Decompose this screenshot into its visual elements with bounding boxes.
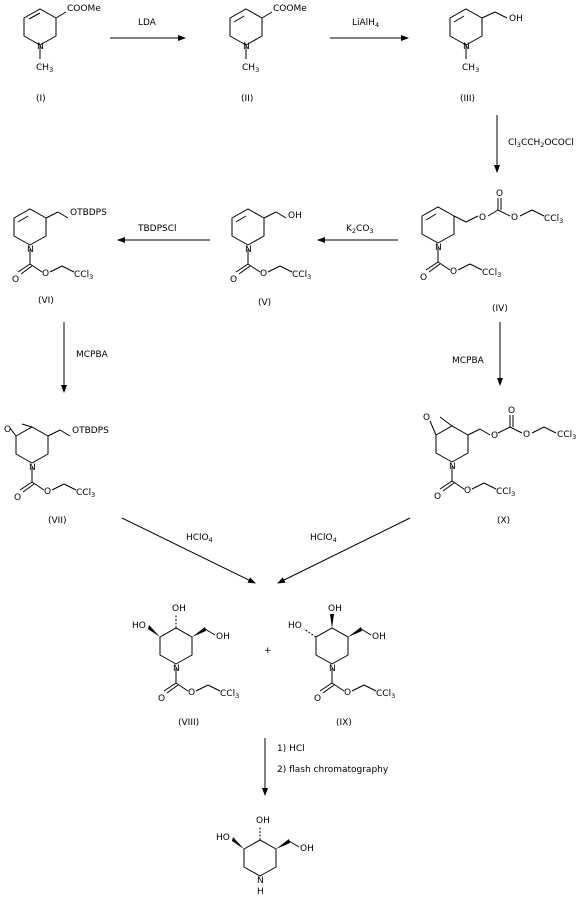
oxygen-label: O — [42, 269, 49, 279]
nitrogen-label: N — [29, 463, 36, 473]
oxygen-label: O — [260, 269, 267, 279]
group-label: OH — [509, 14, 523, 24]
reagent-lialh4: LiAlH4 — [352, 18, 379, 29]
oxygen-label: O — [479, 213, 486, 223]
compound-VIII: OH HO OH N O O CCl3 (VIII) — [132, 604, 239, 728]
compound-VI: OTBDPS N O O CCl3 (VI) — [12, 208, 107, 306]
oxygen-label: O — [491, 431, 498, 441]
oxygen-label: O — [511, 213, 518, 223]
compound-X: O O O O CCl3 N O O CCl3 (X) — [423, 406, 576, 526]
oxygen-label: O — [450, 267, 457, 277]
nitrogen-label: N — [243, 42, 250, 52]
compound-label: (VII) — [48, 516, 67, 526]
oxygen-label: O — [314, 694, 321, 704]
compound-label: (III) — [460, 94, 475, 104]
group-label: OTBDPS — [70, 208, 107, 218]
hydrogen-label: H — [257, 887, 264, 897]
hydroxyl-label: OH — [172, 604, 186, 614]
ccl3-label: CCl3 — [482, 268, 501, 279]
oxygen-label: O — [188, 688, 195, 698]
group-label: OTBDPS — [72, 426, 109, 436]
compound-I: COOMe N CH3 (I) — [23, 4, 101, 104]
compound-label: (X) — [497, 516, 510, 526]
reagent-lda: LDA — [138, 18, 157, 28]
oxygen-label: O — [230, 275, 237, 285]
ccl3-label: CCl3 — [544, 214, 563, 225]
reagent-tbdpscl: TBDPSCl — [137, 224, 177, 234]
oxygen-label: O — [344, 688, 351, 698]
compound-II: COOMe N CH3 (II) — [229, 4, 307, 104]
reagent-mcpba: MCPBA — [452, 356, 485, 366]
compound-III: OH N CH3 (III) — [449, 8, 523, 104]
oxygen-label: O — [464, 486, 471, 496]
compound-IX: OH HO OH N O O CCl3 (IX) — [288, 604, 395, 728]
oxygen-label: O — [420, 273, 427, 283]
oxygen-label: O — [12, 275, 19, 285]
nitrogen-label: N — [435, 243, 442, 253]
oxygen-label: O — [523, 430, 530, 440]
ccl3-label: CCl3 — [76, 488, 95, 499]
oxygen-label: O — [158, 694, 165, 704]
compound-final: OH HO OH N H — [216, 816, 314, 897]
hydroxyl-label: OH — [328, 604, 342, 614]
hydroxyl-label: HO — [288, 621, 302, 631]
group-label: COOMe — [273, 4, 307, 14]
compound-label: (VI) — [38, 296, 54, 306]
ccl3-label: CCl3 — [496, 487, 515, 498]
oxygen-label: O — [434, 492, 441, 502]
compound-label: (IX) — [336, 718, 352, 728]
reagent-hclo4: HClO4 — [186, 533, 213, 544]
oxygen-label: O — [496, 189, 503, 199]
nitrogen-label: N — [27, 245, 34, 255]
hydroxyl-label: HO — [132, 621, 146, 631]
hydroxyl-label: HO — [216, 833, 230, 843]
reagent-hcl: 1) HCl — [277, 744, 305, 754]
nitrogen-label: N — [173, 664, 180, 674]
reagent-mcpba: MCPBA — [76, 350, 109, 360]
hydroxyl-label: OH — [300, 844, 314, 854]
plus-sign: + — [264, 646, 272, 656]
methyl-label: CH3 — [36, 63, 53, 74]
nitrogen-label: N — [449, 462, 456, 472]
reagent-troc-chloride: Cl3CCH2OCOCl — [508, 138, 574, 149]
ccl3-label: CCl3 — [376, 689, 395, 700]
compound-label: (IV) — [492, 304, 508, 314]
methyl-label: CH3 — [462, 63, 479, 74]
oxygen-label: O — [44, 487, 51, 497]
hydroxyl-label: OH — [256, 816, 270, 826]
hydroxyl-label: OH — [372, 632, 386, 642]
compound-label: (I) — [36, 94, 46, 104]
compound-label: (V) — [258, 298, 271, 308]
reagent-flash-chromatography: 2) flash chromatography — [277, 765, 389, 775]
ccl3-label: CCl3 — [292, 270, 311, 281]
oxygen-label: O — [508, 406, 515, 416]
nitrogen-label: N — [463, 42, 470, 52]
nitrogen-label: N — [37, 42, 44, 52]
reagent-hclo4: HClO4 — [310, 533, 337, 544]
compound-V: OH N O O CCl3 (V) — [230, 208, 311, 308]
methyl-label: CH3 — [242, 63, 259, 74]
ccl3-label: CCl3 — [220, 689, 239, 700]
ccl3-label: CCl3 — [74, 270, 93, 281]
compound-label: (II) — [241, 94, 253, 104]
nitrogen-label: N — [245, 245, 252, 255]
compound-VII: O OTBDPS N O O CCl3 (VII) — [4, 423, 109, 526]
compound-label: (VIII) — [178, 718, 199, 728]
compound-IV: O O O CCl3 N O O CCl3 (IV) — [420, 189, 563, 314]
reagent-k2co3: K2CO3 — [346, 224, 374, 235]
nitrogen-label: N — [329, 664, 336, 674]
epoxide-oxygen-label: O — [4, 425, 11, 435]
group-label: COOMe — [67, 4, 101, 14]
oxygen-label: O — [14, 493, 21, 503]
group-label: OH — [288, 211, 302, 221]
nitrogen-label: N — [257, 876, 264, 886]
epoxide-oxygen-label: O — [423, 413, 430, 423]
ccl3-label: CCl3 — [557, 430, 576, 441]
hydroxyl-label: OH — [216, 632, 230, 642]
